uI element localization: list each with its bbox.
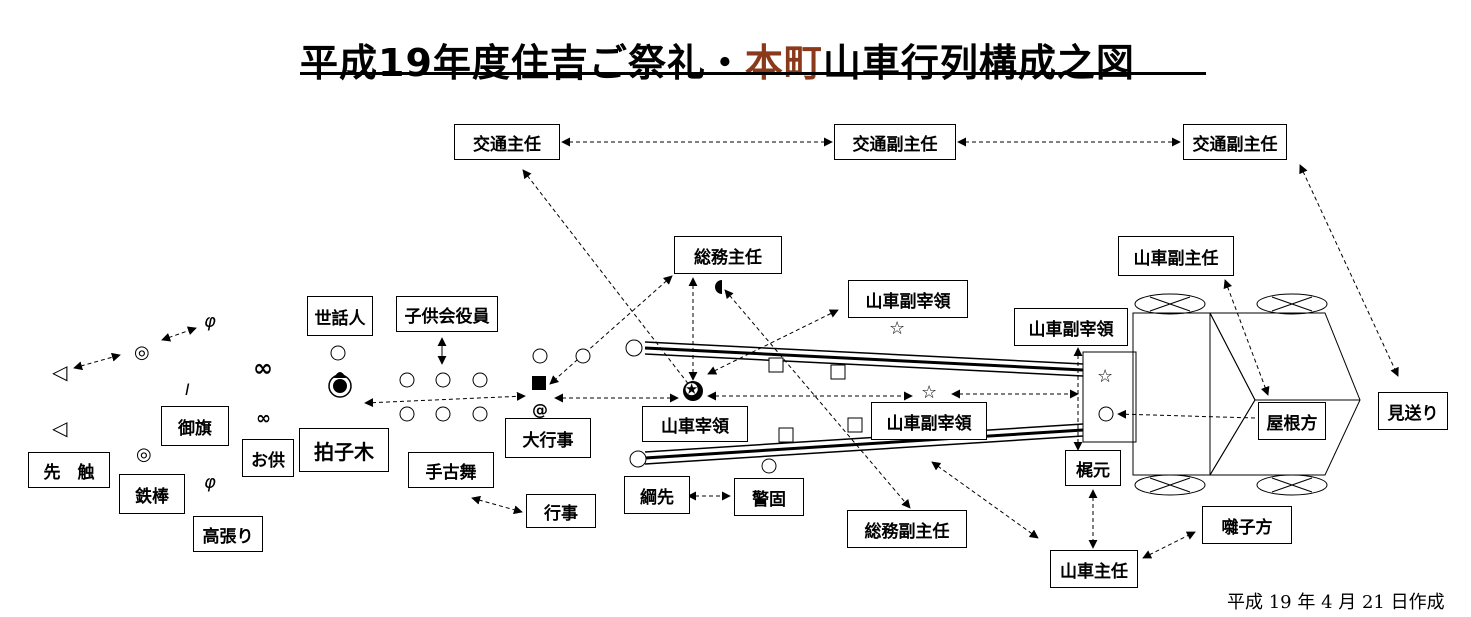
- banner-box: 御旗: [161, 406, 229, 446]
- caretaker-box: 世話人: [307, 296, 373, 336]
- childrens-officer-box: 子供会役員: [396, 296, 498, 332]
- tow-ropes: [644, 341, 1084, 465]
- title-highlight: 本町: [744, 41, 823, 85]
- rope-leader-box: 綱先: [624, 476, 690, 514]
- star-circle-symbol: [683, 381, 703, 401]
- traffic-deputy-box-2: 交通副主任: [1183, 124, 1287, 160]
- guard-box: 警固: [734, 478, 804, 516]
- float-chief-box: 山車主任: [1050, 550, 1138, 588]
- phi-symbol: φ: [204, 311, 216, 332]
- general-affairs-deputy-box: 総務副主任: [847, 510, 967, 548]
- title-part3: 山車行列構成之図: [822, 41, 1135, 85]
- iron-staff-box: 鉄棒: [119, 474, 185, 514]
- float-rear-body: [1209, 312, 1361, 476]
- event-box: 行事: [526, 494, 596, 528]
- float-deputy-chief-box: 山車副主任: [1118, 236, 1234, 276]
- white-star-symbol: ☆: [889, 318, 906, 339]
- star-circle-glyph: ✪: [685, 380, 699, 399]
- triangle-symbol: ◁: [52, 416, 68, 440]
- wheel-top-right: [1256, 293, 1328, 315]
- drum-symbol: [328, 372, 352, 398]
- traffic-chief-box: 交通主任: [454, 124, 560, 160]
- float-deputy-steward-box-2: 山車副宰領: [1014, 308, 1128, 346]
- wheel-bottom-left: [1134, 474, 1206, 496]
- double-circle-symbol: ◎: [134, 342, 150, 363]
- roof-crew-box: 屋根方: [1258, 402, 1326, 440]
- small-circles: [330, 339, 1114, 474]
- lantern-box: 高張り: [193, 516, 263, 552]
- diagram-title: 平成19年度住吉ご祭礼・本町山車行列構成之図: [300, 32, 1135, 85]
- float-base: [1082, 351, 1137, 443]
- grand-event-box: 大行事: [505, 418, 591, 458]
- at-symbol: @: [532, 400, 548, 419]
- attendant-box: お供: [242, 439, 294, 477]
- white-squares: [768, 357, 863, 443]
- tekomai-box: 手古舞: [408, 452, 494, 488]
- herald-box: 先 触: [28, 452, 110, 488]
- italic-i-symbol: I: [185, 380, 190, 399]
- rear-guard-box: 見送り: [1378, 392, 1448, 430]
- phi-symbol: φ: [204, 472, 216, 493]
- title-underline: [300, 72, 1206, 75]
- infinity-symbol: ∞: [253, 354, 273, 382]
- float-steward-box: 山車宰領: [642, 406, 748, 442]
- infinity-symbol: ∞: [256, 408, 271, 429]
- wheel-top-left: [1134, 293, 1206, 315]
- wheel-bottom-right: [1256, 474, 1328, 496]
- created-date: 平成 19 年 4 月 21 日作成: [1227, 592, 1445, 613]
- general-affairs-chief-box: 総務主任: [674, 236, 782, 274]
- dashed-arrows: [73, 137, 1399, 559]
- clapper-box: 拍子木: [299, 428, 389, 472]
- float-front-panel: [1132, 312, 1211, 476]
- musicians-box: 囃子方: [1202, 506, 1292, 544]
- white-star-symbol: ☆: [921, 382, 938, 403]
- half-moon-symbol: [715, 280, 722, 294]
- float-deputy-steward-box-1: 山車副宰領: [848, 280, 968, 318]
- white-star-symbol: ☆: [1097, 366, 1114, 387]
- float-deputy-steward-box-3: 山車副宰領: [871, 402, 987, 440]
- triangle-symbol: ◁: [52, 360, 68, 384]
- traffic-deputy-box-1: 交通副主任: [834, 124, 956, 160]
- double-circle-symbol: ◎: [136, 444, 152, 465]
- steering-box: 梶元: [1065, 450, 1121, 486]
- black-square: [532, 376, 546, 390]
- title-part1: 平成19年度住吉ご祭礼・: [300, 41, 745, 85]
